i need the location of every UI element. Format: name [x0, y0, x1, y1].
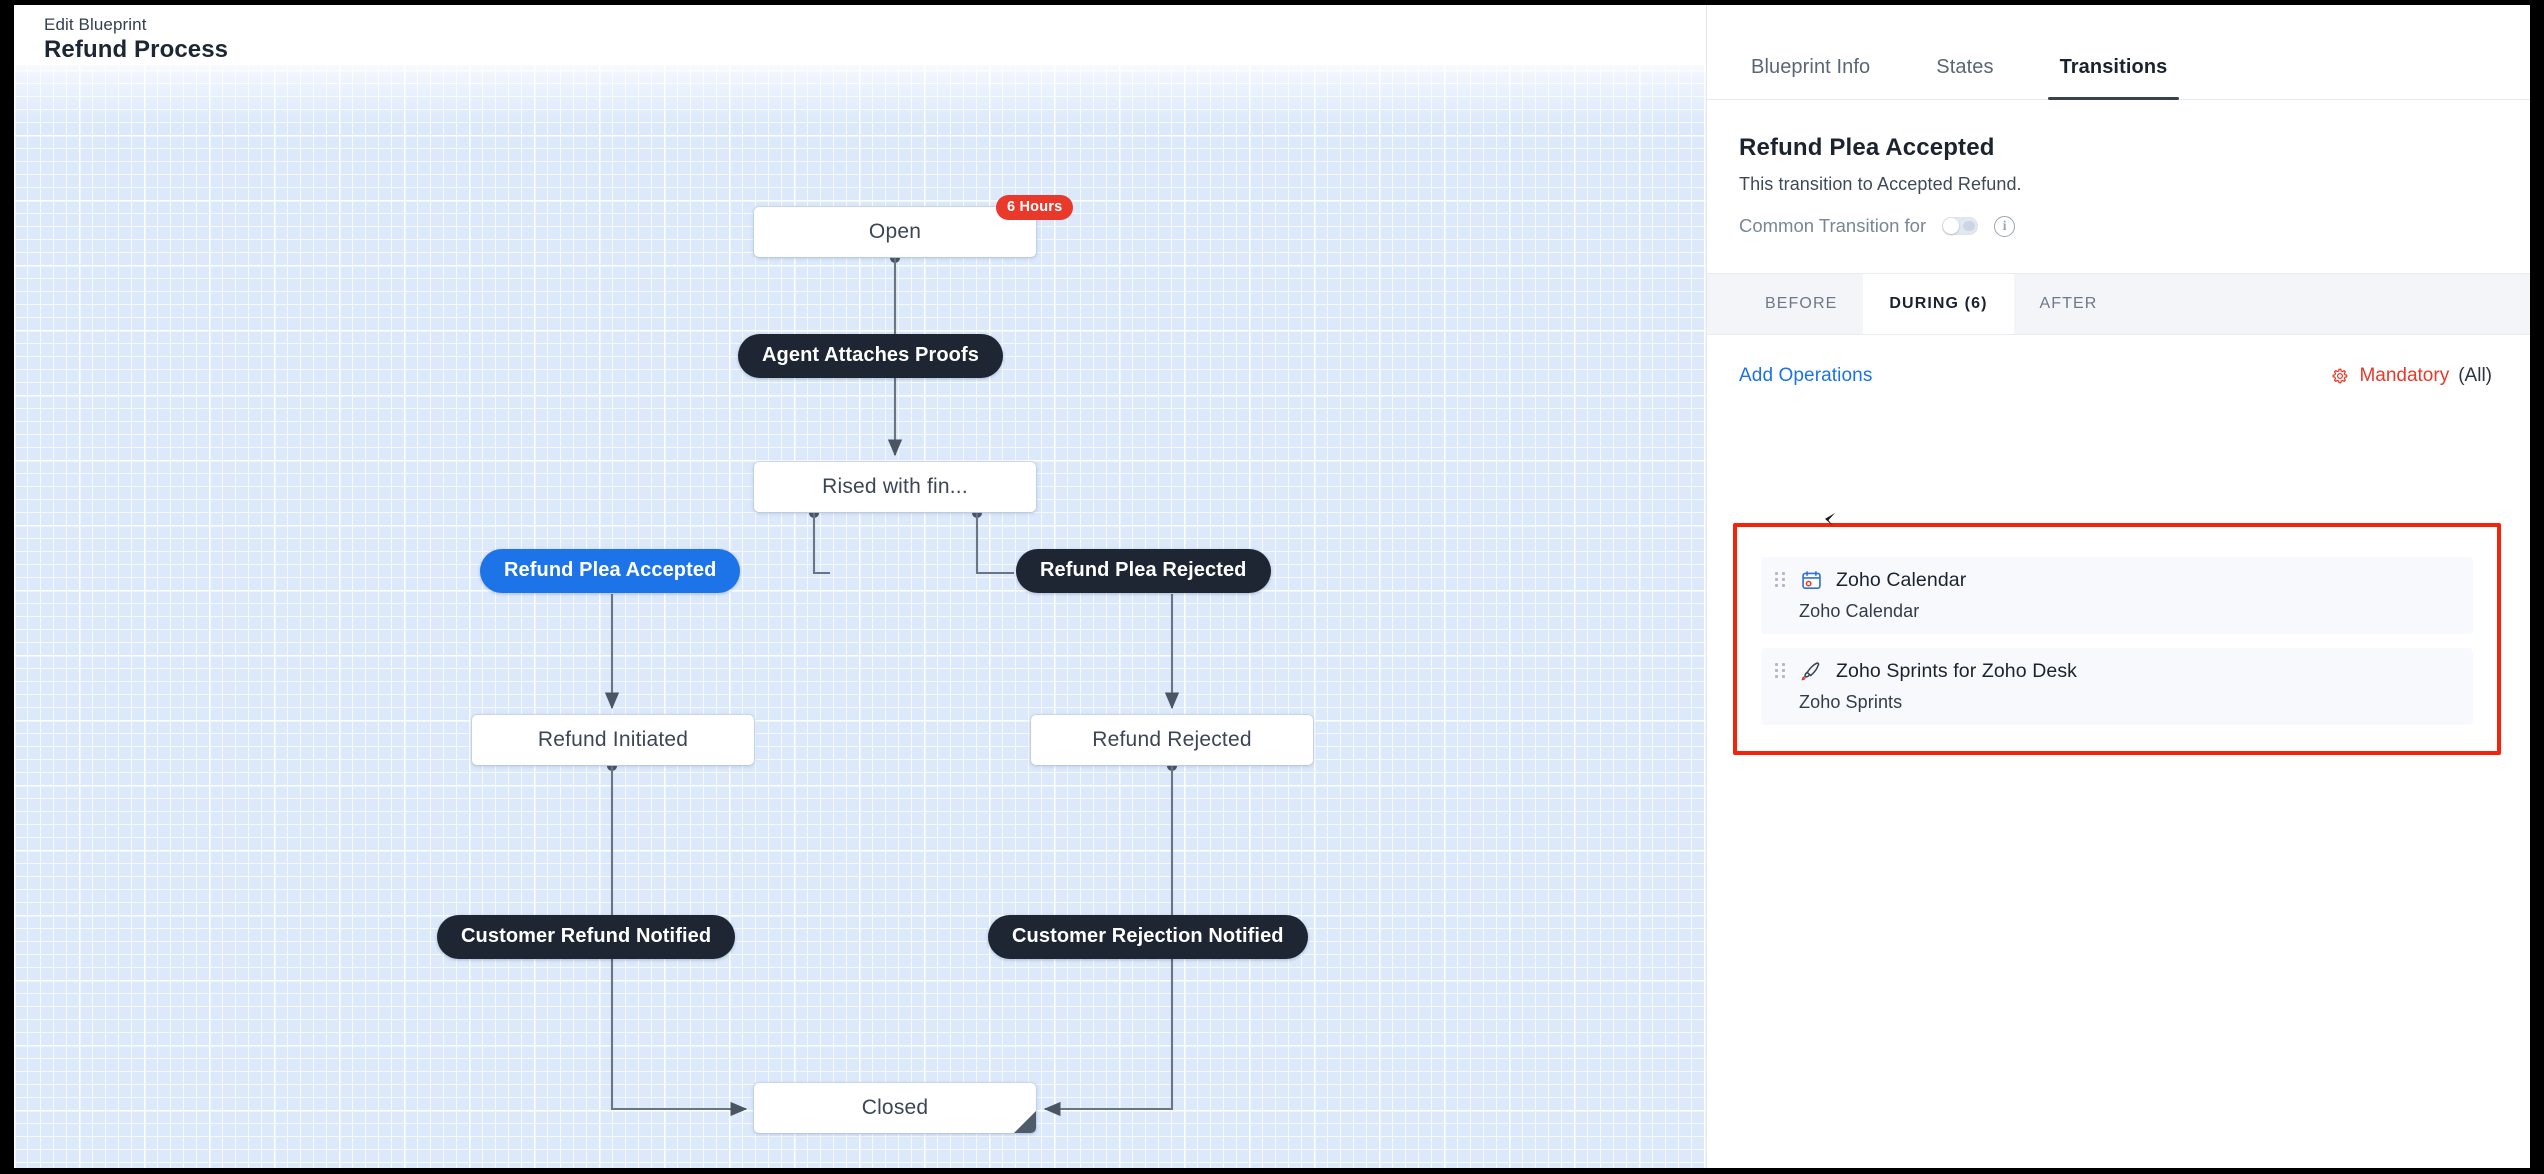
- phase-tabs: BEFORE DURING (6) AFTER: [1707, 273, 2530, 335]
- transition-description: This transition to Accepted Refund.: [1739, 174, 2022, 194]
- canvas-header: Edit Blueprint Refund Process: [14, 5, 1706, 65]
- operations-list-highlight: Zoho Calendar Zoho Calendar: [1733, 523, 2501, 755]
- state-node-refund-rejected[interactable]: Refund Rejected: [1031, 715, 1313, 765]
- transition-pill-label: Agent Attaches Proofs: [762, 344, 979, 366]
- transition-name: Refund Plea Accepted: [1739, 134, 1995, 161]
- panel-tabs: Blueprint Info States Transitions: [1707, 5, 2530, 100]
- transition-pill-refund-plea-rejected[interactable]: Refund Plea Rejected: [1016, 549, 1271, 593]
- transition-pill-customer-rejection-notified[interactable]: Customer Rejection Notified: [988, 915, 1308, 959]
- operations-actions: Add Operations Mandatory (All): [1707, 335, 2530, 387]
- transition-pill-label: Customer Rejection Notified: [1012, 925, 1284, 947]
- breadcrumb-edit-blueprint: Edit Blueprint: [44, 15, 147, 34]
- toggle-knob: [1943, 218, 1960, 234]
- transition-pill-label: Refund Plea Rejected: [1040, 559, 1247, 581]
- transition-pill-agent-attaches-proofs[interactable]: Agent Attaches Proofs: [738, 334, 1003, 378]
- drag-handle-icon[interactable]: [1775, 571, 1786, 589]
- app-window: Open 6 Hours Rised with fin... Refund In…: [14, 5, 2530, 1168]
- transition-header: Refund Plea Accepted This transition to …: [1707, 100, 2530, 237]
- tab-during[interactable]: DURING (6): [1863, 274, 2014, 334]
- tab-states[interactable]: States: [1936, 56, 1994, 78]
- state-node-label: Rised with fin...: [822, 475, 968, 498]
- operation-item-zoho-sprints[interactable]: Zoho Sprints for Zoho Desk Zoho Sprints: [1761, 648, 2473, 725]
- state-node-label: Closed: [861, 1096, 929, 1119]
- tab-after[interactable]: AFTER: [2039, 295, 2098, 312]
- state-node-closed[interactable]: Closed: [754, 1083, 1036, 1133]
- common-transition-row: Common Transition for i: [1739, 215, 2498, 237]
- operation-item-zoho-calendar[interactable]: Zoho Calendar Zoho Calendar: [1761, 557, 2473, 634]
- transition-pill-refund-plea-accepted[interactable]: Refund Plea Accepted: [480, 549, 741, 593]
- sprints-icon: [1799, 659, 1823, 683]
- mandatory-filter[interactable]: Mandatory (All): [2330, 365, 2492, 387]
- toggle-track: [1963, 221, 1976, 231]
- transition-pill-customer-refund-notified[interactable]: Customer Refund Notified: [437, 915, 736, 959]
- state-node-refund-initiated[interactable]: Refund Initiated: [472, 715, 754, 765]
- mandatory-label: Mandatory: [2359, 365, 2450, 386]
- operation-subtitle: Zoho Calendar: [1799, 601, 1920, 621]
- tab-transitions[interactable]: Transitions: [2047, 56, 2180, 100]
- operation-subtitle: Zoho Sprints: [1799, 692, 1903, 712]
- resize-handle-icon[interactable]: [1014, 1111, 1036, 1133]
- transition-pill-label: Customer Refund Notified: [461, 925, 712, 947]
- operation-name: Zoho Sprints for Zoho Desk: [1836, 659, 2078, 682]
- state-node-open[interactable]: Open: [754, 207, 1036, 257]
- sla-badge-open[interactable]: 6 Hours: [996, 195, 1074, 220]
- add-operations-button[interactable]: Add Operations: [1739, 365, 1873, 386]
- mandatory-scope: (All): [2458, 365, 2492, 386]
- blueprint-canvas[interactable]: Open 6 Hours Rised with fin... Refund In…: [14, 5, 1706, 1168]
- connector-edges: [604, 253, 1180, 1117]
- gear-icon: [2332, 368, 2348, 384]
- state-node-label: Refund Rejected: [1092, 728, 1252, 751]
- info-icon[interactable]: i: [1994, 215, 2016, 237]
- state-node-label: Refund Initiated: [537, 728, 689, 751]
- transition-pill-label: Refund Plea Accepted: [504, 559, 717, 581]
- state-node-label: Open: [868, 220, 922, 243]
- properties-panel: Blueprint Info States Transitions Refund…: [1706, 5, 2530, 1168]
- flow-nodes-layer: Open 6 Hours Rised with fin... Refund In…: [14, 5, 1706, 1168]
- page-title: Refund Process: [44, 36, 229, 63]
- operation-name: Zoho Calendar: [1836, 568, 1967, 591]
- common-transition-label: Common Transition for: [1739, 215, 1927, 236]
- common-transition-toggle[interactable]: [1942, 217, 1979, 235]
- calendar-icon: [1799, 568, 1823, 592]
- tab-before[interactable]: BEFORE: [1765, 295, 1838, 312]
- drag-handle-icon[interactable]: [1775, 662, 1786, 680]
- tab-blueprint-info[interactable]: Blueprint Info: [1751, 56, 1871, 78]
- state-node-rised-with-fin[interactable]: Rised with fin...: [754, 462, 1036, 512]
